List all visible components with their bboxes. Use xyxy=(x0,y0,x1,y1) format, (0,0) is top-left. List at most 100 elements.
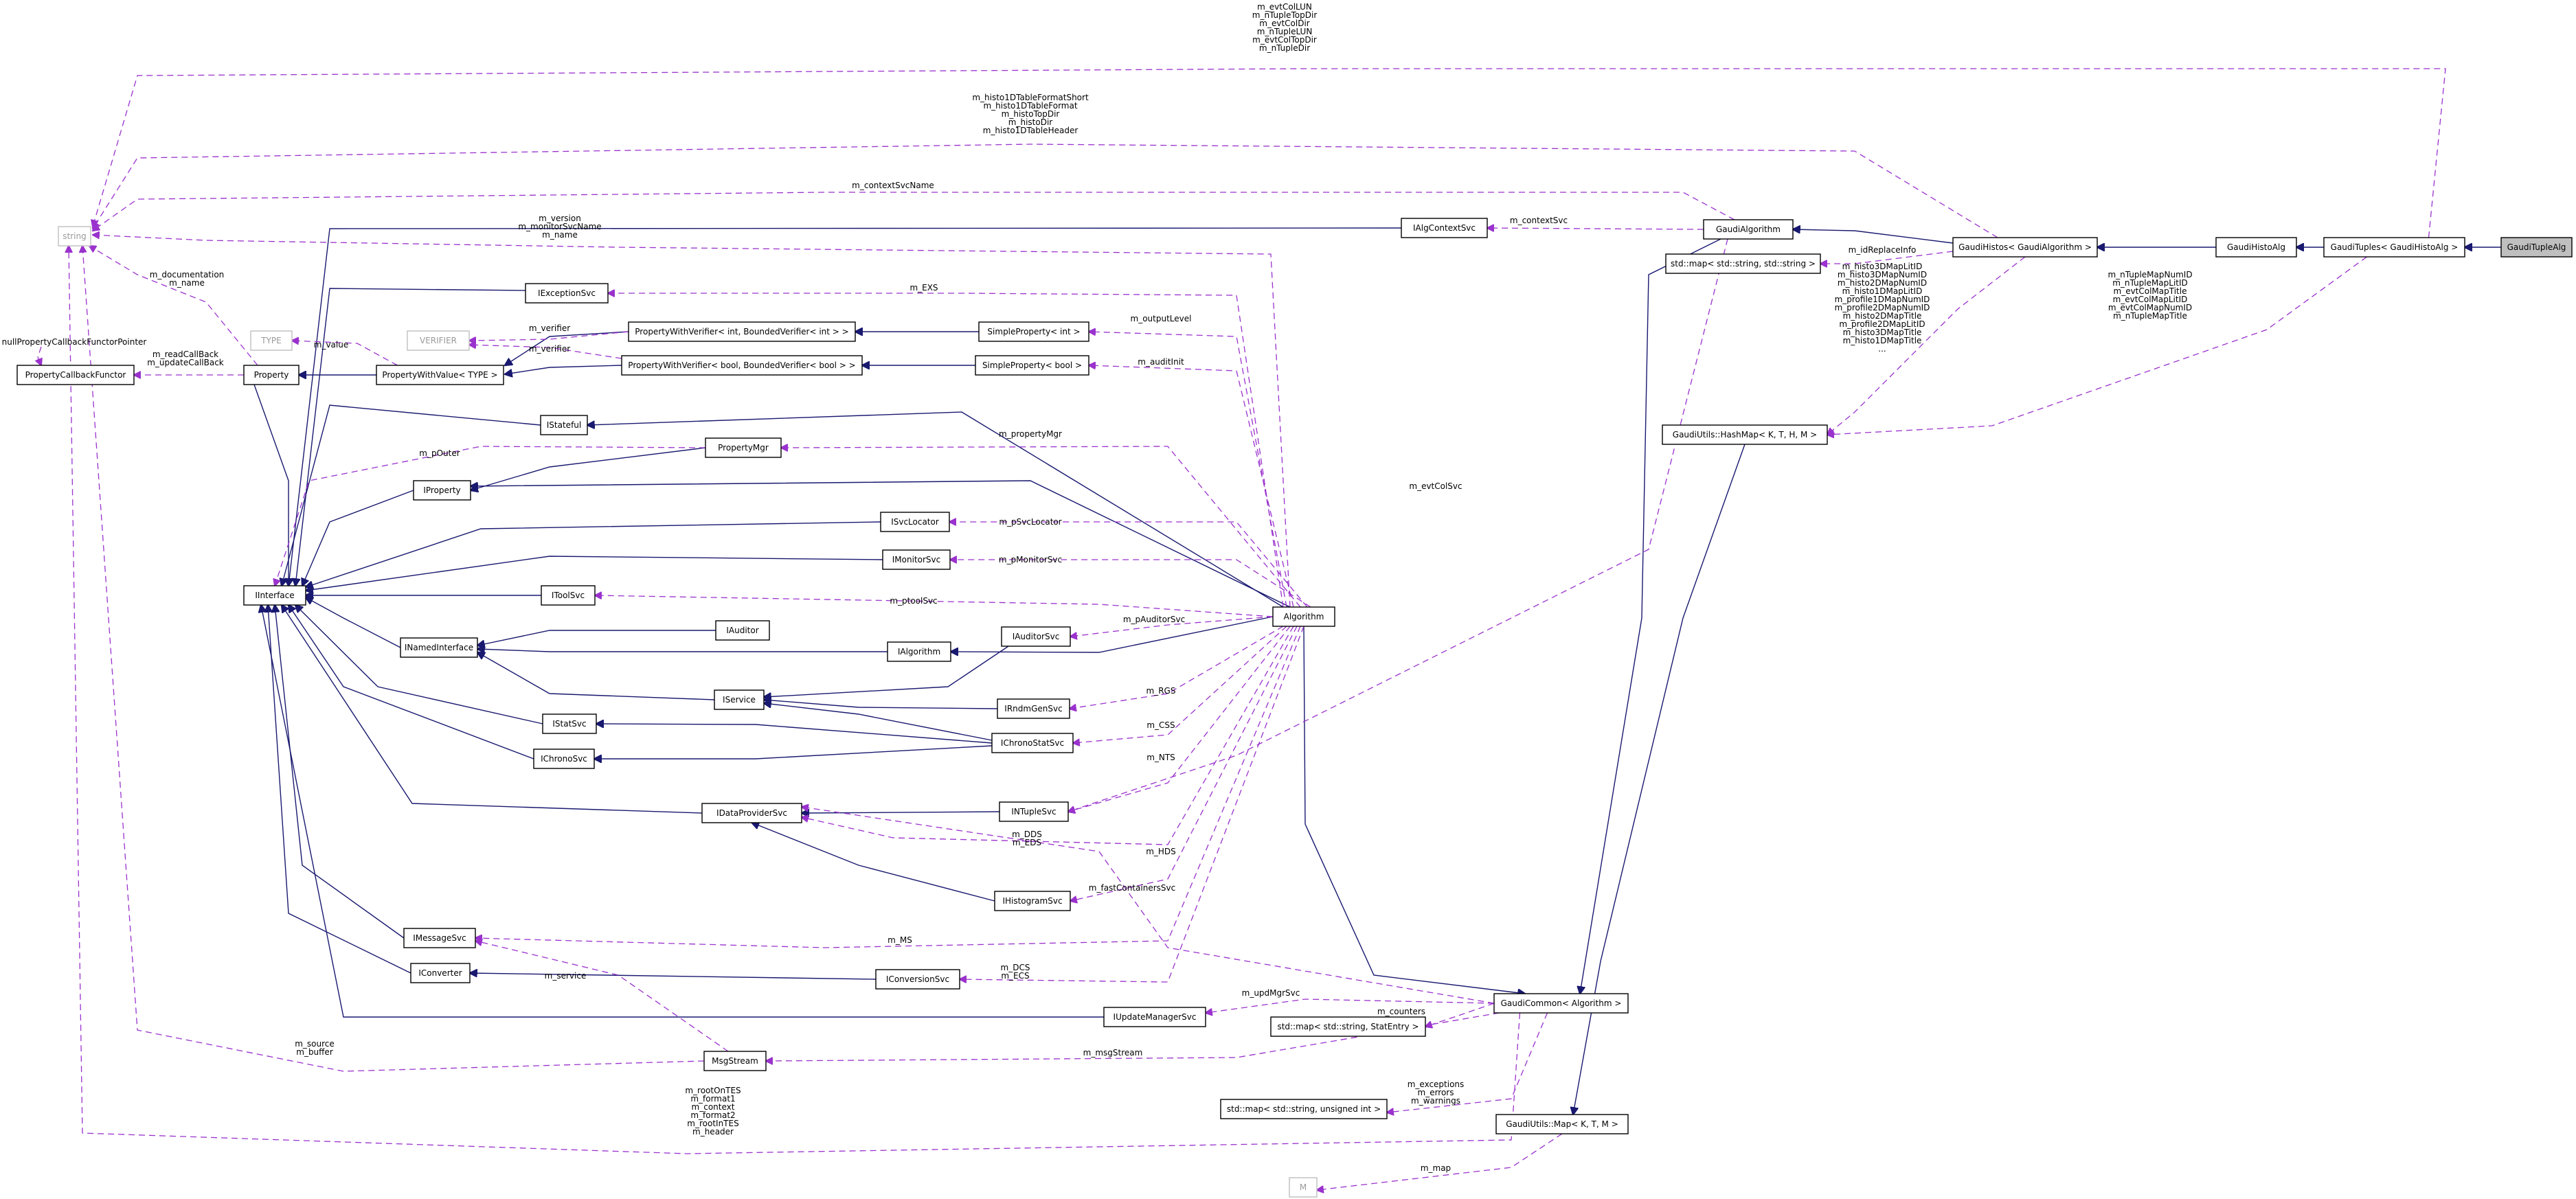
node-iconversion-svc[interactable]: IConversionSvc xyxy=(875,969,960,990)
node-iconverter[interactable]: IConverter xyxy=(410,963,471,983)
edge-label-tuples-to-string-0: m_evtColLUN xyxy=(1257,2,1312,12)
node-property-with-value[interactable]: PropertyWithValue< TYPE > xyxy=(376,365,504,385)
node-type-label: TYPE xyxy=(260,336,281,345)
node-gaudi-algorithm[interactable]: GaudiAlgorithm xyxy=(1703,219,1794,240)
node-ichrono-svc-label: IChronoSvc xyxy=(541,754,587,764)
node-iproperty[interactable]: IProperty xyxy=(413,480,471,501)
edge-label-callbacks-1: m_updateCallBack xyxy=(147,358,224,367)
edge-label-nts-0: m_NTS xyxy=(1146,753,1175,762)
node-iupdate-manager-svc[interactable]: IUpdateManagerSvc xyxy=(1103,1007,1206,1027)
node-ichrono-svc[interactable]: IChronoSvc xyxy=(533,749,595,769)
node-idata-provider-svc[interactable]: IDataProviderSvc xyxy=(701,803,802,823)
node-istat-svc-box xyxy=(542,713,597,734)
node-iexception-svc[interactable]: IExceptionSvc xyxy=(525,283,609,304)
node-msg-stream[interactable]: MsgStream xyxy=(703,1051,767,1071)
edge-algorithm-to-property-mgr xyxy=(781,446,1301,608)
node-ihistogram-svc[interactable]: IHistogramSvc xyxy=(994,891,1071,911)
node-inamed-interface[interactable]: INamedInterface xyxy=(400,637,478,658)
node-ialgorithm[interactable]: IAlgorithm xyxy=(887,641,951,662)
edge-label-tuples-to-hash-map-0: m_nTupleMapNumID xyxy=(2108,270,2192,279)
edge-property-with-verifier-int-to-verifier xyxy=(469,331,629,341)
node-property-with-verifier-int[interactable]: PropertyWithVerifier< int, BoundedVerifi… xyxy=(628,321,856,342)
nodes-layer: string nullPropertyCallbackFunctorPointer… xyxy=(2,218,2573,1198)
edge-label-tuples-to-string-5: m_nTupleDir xyxy=(1259,43,1310,53)
node-property-callback-functor[interactable]: PropertyCallbackFunctor xyxy=(16,365,135,385)
node-ialg-context-svc-label: IAlgContextSvc xyxy=(1413,223,1476,233)
node-istat-svc[interactable]: IStatSvc xyxy=(542,713,597,734)
node-ihistogram-svc-box xyxy=(994,891,1071,911)
node-hash-map[interactable]: GaudiUtils::HashMap< K, T, H, M > xyxy=(1662,424,1828,445)
node-imessage-svc[interactable]: IMessageSvc xyxy=(403,928,476,948)
node-type[interactable]: TYPE xyxy=(250,330,293,351)
edge-intuple-svc-to-idata-provider-svc xyxy=(802,812,1000,813)
node-gaudi-histo-alg-label: GaudiHistoAlg xyxy=(2227,242,2285,252)
node-gaudi-algorithm-box xyxy=(1703,219,1794,240)
node-gaudi-tuples[interactable]: GaudiTuples< GaudiHistoAlg > xyxy=(2323,237,2465,258)
node-gaudi-utils-map[interactable]: GaudiUtils::Map< K, T, M > xyxy=(1495,1114,1629,1134)
edge-istat-svc-to-iinterface xyxy=(295,605,543,724)
node-std-map-stat-entry-box xyxy=(1270,1016,1426,1037)
node-iservice[interactable]: IService xyxy=(714,689,765,710)
node-istateful[interactable]: IStateful xyxy=(540,415,588,435)
edge-property-mgr-to-iproperty xyxy=(471,447,706,490)
edge-label-histos-to-hash-map-7: m_profile2DMapLitID xyxy=(1839,319,1925,329)
node-iauditor[interactable]: IAuditor xyxy=(715,620,770,641)
edge-label-histos-to-hash-map-4: m_profile1DMapNumID xyxy=(1835,295,1930,304)
node-ialg-context-svc[interactable]: IAlgContextSvc xyxy=(1401,218,1488,238)
node-iauditor-svc[interactable]: IAuditorSvc xyxy=(1001,626,1071,647)
node-simple-property-int[interactable]: SimpleProperty< int > xyxy=(978,321,1089,342)
node-property[interactable]: Property xyxy=(243,365,300,385)
edge-label-p-auditor-svc-0: m_pAuditorSvc xyxy=(1123,615,1185,624)
node-property-with-verifier-bool[interactable]: PropertyWithVerifier< bool, BoundedVerif… xyxy=(621,355,863,376)
node-std-map-stat-entry[interactable]: std::map< std::string, StatEntry > xyxy=(1270,1016,1426,1037)
node-std-map-stat-entry-label: std::map< std::string, StatEntry > xyxy=(1277,1022,1419,1031)
edge-label-common-to-string-4: m_rootInTES xyxy=(687,1119,738,1128)
edge-label-tuples-to-hash-map-2: m_evtColMapTitle xyxy=(2114,286,2187,296)
node-isvc-locator[interactable]: ISvcLocator xyxy=(880,512,950,532)
node-std-map-string[interactable]: std::map< std::string, std::string > xyxy=(1665,253,1821,274)
node-imonitor-svc[interactable]: IMonitorSvc xyxy=(882,549,951,570)
node-std-map-unsigned[interactable]: std::map< std::string, unsigned int > xyxy=(1220,1099,1388,1119)
node-inamed-interface-label: INamedInterface xyxy=(405,643,473,652)
node-verifier[interactable]: VERIFIER xyxy=(407,330,470,351)
node-property-mgr[interactable]: PropertyMgr xyxy=(705,437,782,458)
node-iproperty-label: IProperty xyxy=(423,486,460,495)
node-simple-property-bool[interactable]: SimpleProperty< bool > xyxy=(975,355,1089,376)
node-gaudi-tuple-alg[interactable]: GaudiTupleAlg xyxy=(2500,237,2573,258)
node-string[interactable]: string xyxy=(58,226,91,247)
edge-algorithm-to-itool-svc xyxy=(595,595,1274,617)
node-gaudi-common[interactable]: GaudiCommon< Algorithm > xyxy=(1493,993,1629,1014)
node-gaudi-histo-alg[interactable]: GaudiHistoAlg xyxy=(2215,237,2297,258)
edge-algorithm-to-simple-property-bool xyxy=(1089,365,1294,608)
node-m[interactable]: M xyxy=(1289,1177,1318,1198)
node-ichrono-stat-svc-label: IChronoStatSvc xyxy=(1001,738,1064,748)
edge-label-dds-eds-0: m_DDS xyxy=(1012,830,1042,839)
node-ichrono-stat-svc-box xyxy=(991,733,1074,753)
node-algorithm[interactable]: Algorithm xyxy=(1272,606,1335,627)
node-ichrono-stat-svc[interactable]: IChronoStatSvc xyxy=(991,733,1074,753)
edge-label-property-mgr-0: m_propertyMgr xyxy=(999,429,1062,439)
node-ialgorithm-box xyxy=(887,641,951,662)
node-iconversion-svc-box xyxy=(875,969,960,990)
node-gaudi-utils-map-label: GaudiUtils::Map< K, T, M > xyxy=(1506,1119,1618,1129)
node-ihistogram-svc-label: IHistogramSvc xyxy=(1002,896,1062,906)
edge-label-histos-to-string-3: m_histoDir xyxy=(1008,117,1053,127)
edge-algorithm-to-ichrono-stat-svc xyxy=(1073,626,1287,743)
node-string-box xyxy=(58,226,91,247)
node-null-property-callback[interactable]: nullPropertyCallbackFunctorPointer xyxy=(2,337,147,347)
edge-label-errors-0: m_exceptions xyxy=(1408,1080,1465,1089)
node-algorithm-box xyxy=(1272,606,1335,627)
node-m-label: M xyxy=(1300,1183,1307,1192)
node-intuple-svc[interactable]: INTupleSvc xyxy=(999,801,1069,822)
node-property-with-verifier-int-label: PropertyWithVerifier< int, BoundedVerifi… xyxy=(635,327,848,336)
node-itool-svc[interactable]: IToolSvc xyxy=(541,585,596,606)
edge-label-histos-to-hash-map-2: m_histo2DMapNumID xyxy=(1838,278,1927,288)
node-irndm-gen-svc[interactable]: IRndmGenSvc xyxy=(997,698,1070,719)
node-iinterface[interactable]: IInterface xyxy=(243,585,306,606)
edge-label-tuples-to-hash-map-5: m_nTupleMapTitle xyxy=(2113,311,2187,321)
edge-label-histos-to-string-2: m_histoTopDir xyxy=(1002,109,1060,119)
node-gaudi-histos[interactable]: GaudiHistos< GaudiAlgorithm > xyxy=(1952,237,2098,258)
edge-label-dcs-ecs-1: m_ECS xyxy=(1001,971,1029,981)
node-imonitor-svc-label: IMonitorSvc xyxy=(892,555,940,564)
edge-hash-map-to-gaudi-utils-map xyxy=(1573,444,1745,1115)
